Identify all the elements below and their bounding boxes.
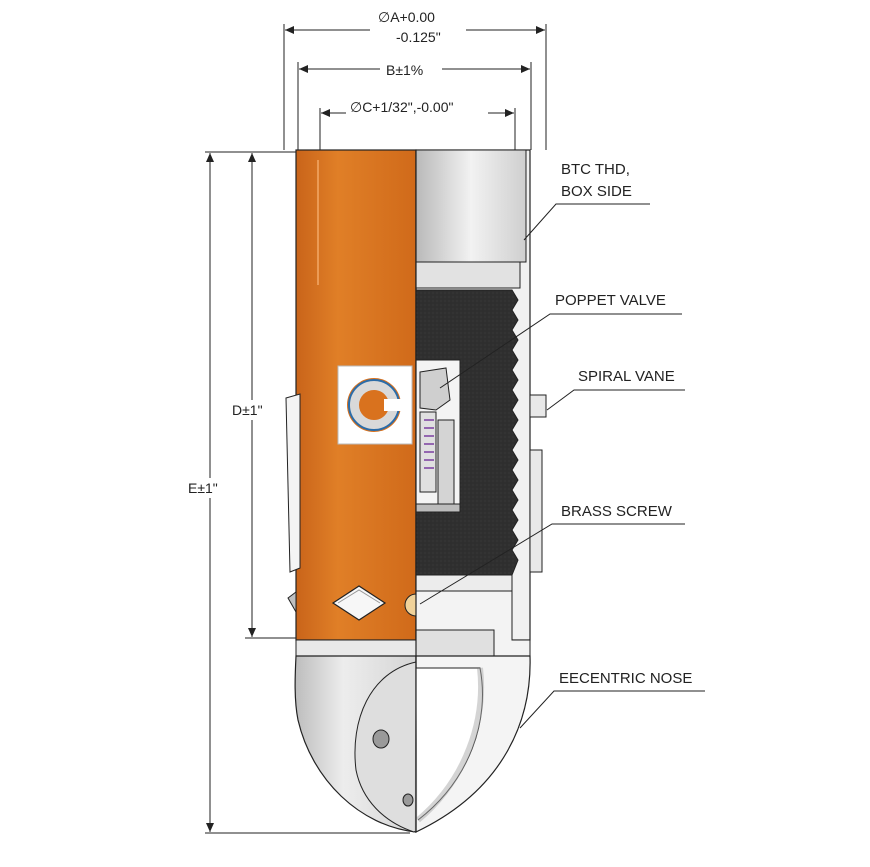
dimension-a-label-line1: ∅A+0.00 xyxy=(378,9,435,25)
callout-poppet-valve: POPPET VALVE xyxy=(439,292,682,389)
dimension-c: ∅C+1/32",-0.00" xyxy=(319,98,516,150)
callout-spiral-vane-label: SPIRAL VANE xyxy=(578,368,675,385)
callout-eccentric-nose-label: EECENTRIC NOSE xyxy=(559,670,692,687)
dimension-e: E±1" xyxy=(184,151,410,834)
dimension-a-label-line2: -0.125" xyxy=(396,29,441,45)
spiral-vane-right xyxy=(529,394,547,418)
exterior-half: C xyxy=(285,149,417,833)
spiral-vane-left xyxy=(285,393,301,573)
btc-thread-section xyxy=(415,149,527,263)
callout-btc-thread: BTC THD, BOX SIDE xyxy=(523,161,650,241)
dimension-b-label: B±1% xyxy=(386,62,423,78)
callout-btc-line2: BOX SIDE xyxy=(561,183,632,200)
callout-btc-line1: BTC THD, xyxy=(561,161,630,178)
logo: C xyxy=(337,365,413,445)
callout-poppet-valve-label: POPPET VALVE xyxy=(555,292,666,309)
dimension-e-label: E±1" xyxy=(188,480,218,496)
dimension-c-label: ∅C+1/32",-0.00" xyxy=(350,99,453,115)
dimension-a: ∅A+0.00 -0.125" xyxy=(283,6,547,150)
diamond-port xyxy=(331,585,387,621)
dimension-b: B±1% xyxy=(297,60,532,150)
brass-screw xyxy=(404,593,417,617)
dimension-d: D±1" xyxy=(228,151,296,639)
poppet-valve xyxy=(415,359,461,513)
callout-brass-screw-label: BRASS SCREW xyxy=(561,503,673,520)
callout-brass-screw: BRASS SCREW xyxy=(419,503,685,605)
dimension-d-label: D±1" xyxy=(232,402,263,418)
callout-eccentric-nose: EECENTRIC NOSE xyxy=(519,670,705,729)
callout-spiral-vane: SPIRAL VANE xyxy=(546,368,685,411)
cutaway-half xyxy=(404,149,547,833)
